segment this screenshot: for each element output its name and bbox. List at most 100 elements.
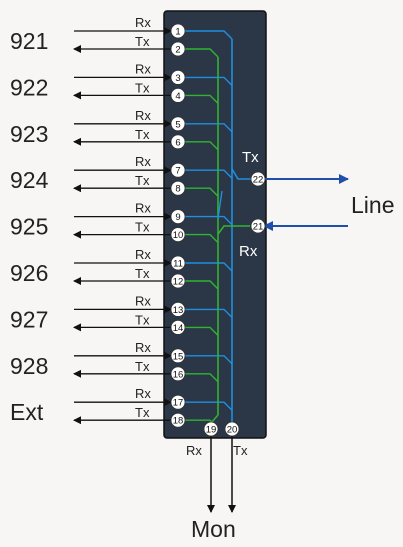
channel-name: 922 <box>10 74 48 100</box>
tx-label: Tx <box>135 266 150 281</box>
port-mon-rx <box>203 421 219 437</box>
rx-wire <box>185 401 233 411</box>
port-rx-number: 11 <box>173 259 183 270</box>
mon-tx-label: Tx <box>233 443 248 458</box>
port-tx-number: 16 <box>173 369 184 380</box>
channel-name: 928 <box>10 353 48 379</box>
line-rx-wire <box>217 225 250 235</box>
tx-wire <box>185 326 219 336</box>
port-tx <box>170 88 186 103</box>
port-mon-tx-number: 20 <box>227 425 238 436</box>
line-tx-label: Tx <box>242 149 259 166</box>
mon-rx-label: Rx <box>186 443 202 458</box>
tx-wire <box>185 141 219 151</box>
rx-label: Rx <box>135 340 151 355</box>
labels: RxTx921RxTx922RxTx923RxTx924RxTx925RxTx9… <box>10 15 151 425</box>
port-rx <box>170 348 186 364</box>
port-tx <box>170 366 186 382</box>
rx-wire <box>185 355 233 365</box>
channel-name: 923 <box>10 121 48 147</box>
rx-label: Rx <box>135 61 151 76</box>
port-tx <box>170 41 186 57</box>
port-rx-number: 5 <box>175 119 180 130</box>
rx-label: Rx <box>135 108 151 123</box>
rx-label: Rx <box>135 386 151 401</box>
port-mon-tx <box>224 421 240 437</box>
tx-label: Tx <box>135 34 150 49</box>
port-rx-number: 1 <box>175 27 180 38</box>
line-tx-wire <box>231 168 252 180</box>
tx-label: Tx <box>135 80 150 95</box>
tx-wire <box>185 280 219 290</box>
port-rx <box>170 70 186 85</box>
rx-label: Rx <box>135 247 151 262</box>
port-line-rx-number: 21 <box>253 222 264 233</box>
port-rx-number: 3 <box>175 73 180 84</box>
port-rx-number: 7 <box>175 166 180 177</box>
port-tx-number: 4 <box>175 91 180 102</box>
tx-label: Tx <box>135 127 150 142</box>
port-tx <box>170 412 186 428</box>
channel-name: 926 <box>10 260 48 286</box>
rx-wire <box>185 308 233 318</box>
mon-rx-wire <box>210 414 219 424</box>
tx-wire <box>185 233 219 244</box>
rx-wire <box>185 169 233 179</box>
tx-label: Tx <box>135 405 150 420</box>
port-line-tx-number: 22 <box>253 175 264 186</box>
rx-wire <box>185 262 233 272</box>
rx-wire <box>185 215 233 226</box>
port-tx <box>170 227 186 243</box>
port-rx-number: 15 <box>173 351 184 362</box>
port-tx-number: 10 <box>173 230 184 241</box>
channel-name: 925 <box>10 214 48 240</box>
port-tx-number: 2 <box>175 45 180 56</box>
line-label: Line <box>351 192 394 218</box>
rx-label: Rx <box>135 15 151 30</box>
tx-wire <box>185 48 219 58</box>
port-tx-number: 18 <box>173 416 184 427</box>
line-rx-label: Rx <box>239 243 258 260</box>
port-tx-number: 6 <box>175 137 180 148</box>
port-rx <box>170 23 186 39</box>
rx-label: Rx <box>135 201 151 216</box>
internal-wiring <box>185 30 252 429</box>
port-tx <box>170 134 186 150</box>
channel-name: Ext <box>10 399 44 425</box>
external-connections <box>73 27 349 513</box>
rx-label: Rx <box>135 154 151 169</box>
rx-label: Rx <box>135 293 151 308</box>
port-rx-number: 13 <box>173 305 184 316</box>
port-tx <box>170 273 186 289</box>
tx-label: Tx <box>135 312 150 327</box>
port-rx-number: 9 <box>175 212 180 223</box>
port-line-rx <box>250 218 266 234</box>
rx-wire <box>185 123 233 133</box>
port-tx <box>170 180 186 196</box>
tx-wire <box>185 94 219 104</box>
tx-label: Tx <box>135 173 150 188</box>
channel-name: 927 <box>10 306 48 332</box>
port-tx <box>170 319 186 335</box>
port-rx <box>170 162 186 178</box>
tx-wire <box>185 187 219 197</box>
channel-name: 921 <box>10 28 48 54</box>
port-line-tx <box>250 171 266 187</box>
tx-wire <box>185 373 219 383</box>
port-rx <box>170 394 186 410</box>
port-tx-number: 12 <box>173 277 184 288</box>
port-tx-number: 14 <box>173 323 184 334</box>
tx-label: Tx <box>135 359 150 374</box>
channel-name: 924 <box>10 167 49 193</box>
port-rx <box>170 301 186 317</box>
rx-wire <box>185 76 233 86</box>
tx-label: Tx <box>135 220 150 235</box>
port-rx <box>170 116 186 132</box>
port-rx-number: 17 <box>173 398 184 409</box>
port-tx-number: 8 <box>175 184 180 195</box>
port-mon-rx-number: 19 <box>206 425 217 436</box>
port-rx <box>170 209 186 225</box>
